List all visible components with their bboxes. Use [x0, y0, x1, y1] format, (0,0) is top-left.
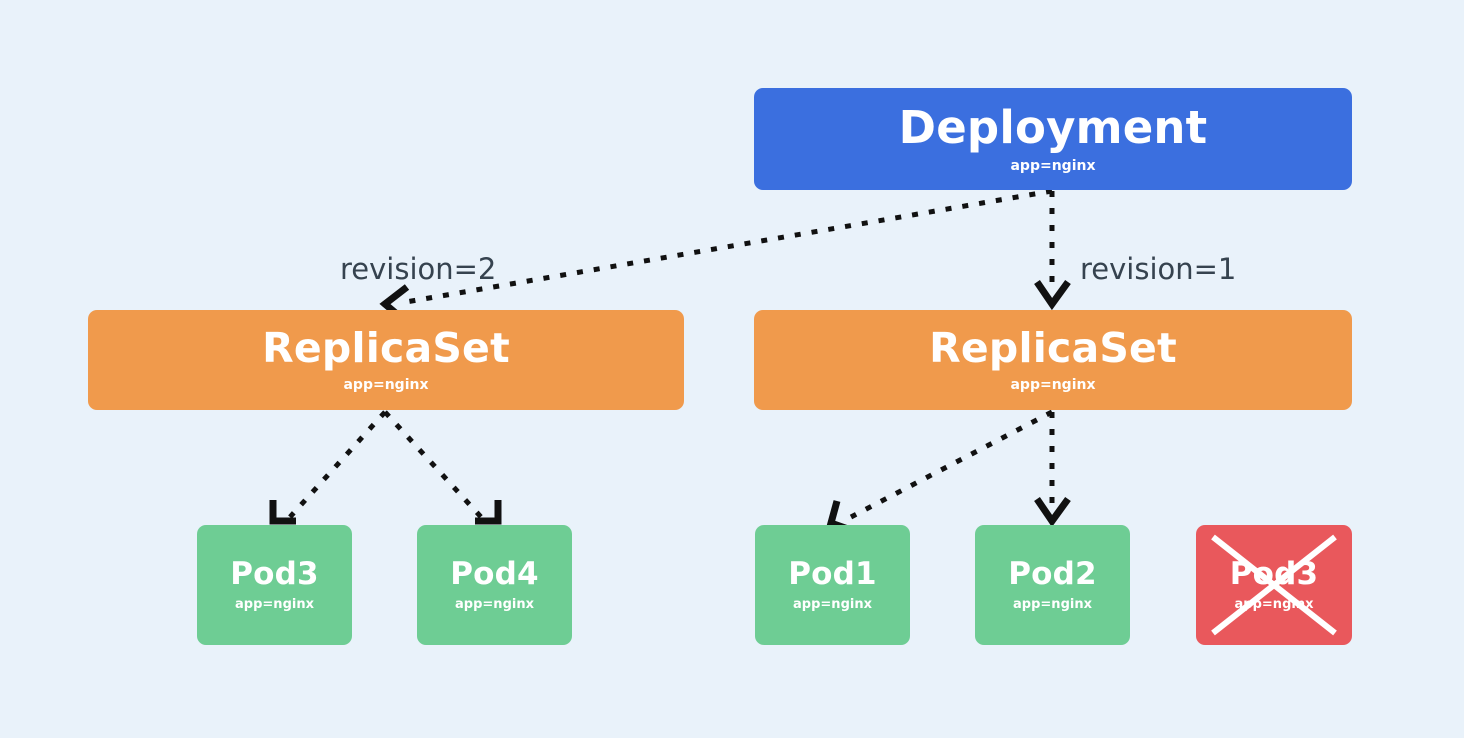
edge-replicaset-old-to-pod2 — [1034, 412, 1071, 528]
edge-replicaset-new-to-pod3 — [269, 410, 387, 525]
edge-deployment-to-replicaset-old — [1034, 191, 1071, 311]
edge-label-revision-1: revision=1 — [1080, 252, 1237, 286]
node-pod1-title: Pod1 — [788, 556, 877, 592]
edge-label-revision-2: revision=2 — [340, 252, 497, 286]
node-pod2[interactable]: Pod2 app=nginx — [975, 525, 1130, 645]
node-replicaset-new-sublabel: app=nginx — [343, 377, 429, 393]
node-pod4[interactable]: Pod4 app=nginx — [417, 525, 572, 645]
node-pod3-deleted-title: Pod3 — [1229, 556, 1319, 592]
node-pod2-title: Pod2 — [1008, 556, 1097, 592]
edge-replicaset-old-to-pod1 — [826, 409, 1054, 535]
node-pod3-deleted[interactable]: Pod3 app=nginx — [1196, 525, 1352, 645]
node-replicaset-new[interactable]: ReplicaSet app=nginx — [88, 310, 684, 410]
node-pod4-sublabel: app=nginx — [455, 597, 534, 612]
node-pod3-deleted-sublabel: app=nginx — [1234, 597, 1314, 612]
node-replicaset-new-title: ReplicaSet — [262, 324, 510, 372]
node-pod4-title: Pod4 — [450, 556, 539, 592]
node-pod2-sublabel: app=nginx — [1013, 597, 1092, 612]
node-replicaset-old-title: ReplicaSet — [929, 324, 1177, 372]
edge-replicaset-new-to-pod4 — [383, 410, 502, 525]
node-pod3-new[interactable]: Pod3 app=nginx — [197, 525, 352, 645]
node-deployment-sublabel: app=nginx — [1010, 158, 1096, 174]
node-pod3-new-title: Pod3 — [230, 556, 319, 592]
node-replicaset-old-sublabel: app=nginx — [1010, 377, 1096, 393]
node-pod3-new-sublabel: app=nginx — [235, 597, 314, 612]
node-replicaset-old[interactable]: ReplicaSet app=nginx — [754, 310, 1352, 410]
node-deployment-title: Deployment — [898, 101, 1208, 154]
node-deployment[interactable]: Deployment app=nginx — [754, 88, 1352, 190]
node-pod1[interactable]: Pod1 app=nginx — [755, 525, 910, 645]
node-pod1-sublabel: app=nginx — [793, 597, 872, 612]
